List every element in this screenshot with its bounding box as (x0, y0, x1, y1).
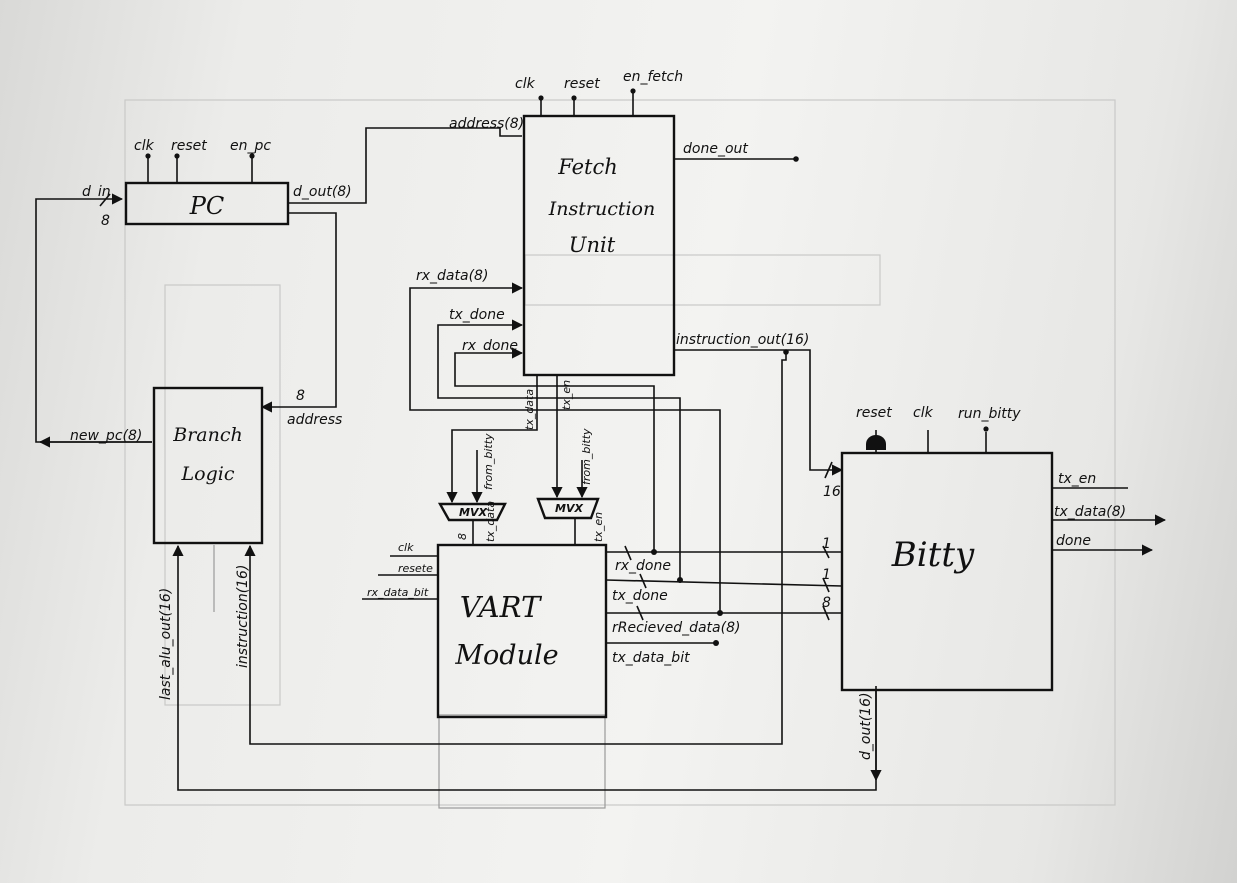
fetch-title-line2: Instruction (548, 198, 655, 220)
bitty-in-w3: 8 (822, 595, 831, 611)
pc-clk-label: clk (134, 138, 155, 154)
pc-en-label: en_pc (230, 138, 271, 154)
pc-dout-label: d_out(8) (293, 184, 352, 200)
mux-left-out-width: 8 (456, 533, 469, 540)
fetch-address-label: address(8) (449, 116, 524, 132)
pc-title: PC (189, 192, 225, 220)
mux-right-label: MVX (555, 502, 583, 515)
fetch-rx-data-label: rx_data(8) (416, 268, 488, 284)
bitty-in-w2: 1 (822, 567, 831, 583)
pc-reset-label: reset (171, 138, 207, 154)
mux-right-from-bitty: from_bitty (580, 428, 593, 485)
uart-tx-data-bit-label: tx_data_bit (612, 650, 690, 666)
fetch-block-group: Fetch Instruction Unit clk reset en_fetc… (416, 69, 809, 430)
fetch-clk-label: clk (515, 76, 536, 92)
branch-instruction-label: instruction(16) (235, 565, 251, 668)
bitty-dout-label: d_out(16) (858, 692, 874, 760)
pc-block-group: PC clk reset en_pc d_in 8 d_out(8) (82, 138, 352, 229)
uart-rx-data-bit-label: rx_data_bit (367, 586, 429, 599)
mux-left-label: MVX (459, 506, 487, 519)
bitty-reset-label: reset (856, 405, 892, 421)
branch-address-width: 8 (296, 388, 305, 404)
bitty-block-group: Bitty reset clk run_bitty 16 1 1 8 tx_en… (822, 405, 1167, 782)
mux-left-from-bitty: from_bitty (482, 433, 495, 490)
uart-block (436, 543, 608, 719)
pc-wires (35, 127, 522, 448)
fetch-done-out-label: done_out (683, 141, 748, 157)
uart-tx-done-label: tx_done (612, 588, 668, 604)
mux-left-out-label: tx_data (484, 501, 497, 542)
mux-right-out-label: tx_en (592, 512, 605, 542)
fetch-rx-done-label: rx_done (462, 338, 518, 354)
bitty-tx-en-label: tx_en (1058, 471, 1096, 487)
bitty-run-label: run_bitty (958, 406, 1021, 422)
branch-newpc-label: new_pc(8) (70, 428, 142, 444)
fetch-tx-en-out-label: tx_en (560, 380, 573, 410)
fetch-title-line3: Unit (569, 233, 616, 257)
fetch-title-line1: Fetch (557, 155, 618, 179)
branch-last-alu-label: last_alu_out(16) (158, 588, 174, 700)
branch-title-line1: Branch (172, 424, 243, 446)
pc-din-width: 8 (101, 213, 110, 229)
uart-rx-done-label: rx_done (615, 558, 671, 574)
uart-block-group: VART Module clk resete rx_data_bit rx_do… (362, 541, 843, 719)
uart-title-line1: VART (460, 590, 543, 624)
uart-reset-label: resete (398, 562, 433, 575)
fetch-wires (244, 282, 844, 745)
uart-clk-label: clk (398, 541, 414, 554)
branch-title-line2: Logic (181, 463, 235, 485)
bitty-title: Bitty (891, 535, 975, 575)
bitty-done-label: done (1056, 533, 1091, 549)
bitty-tx-data-label: tx_data(8) (1054, 504, 1126, 520)
uart-received-label: rRecieved_data(8) (612, 620, 740, 636)
fetch-block (522, 114, 676, 377)
branch-address-label: address (287, 412, 342, 428)
fetch-instr-out-label: instruction_out(16) (676, 332, 809, 348)
mux-right (536, 497, 600, 520)
fetch-en-label: en_fetch (623, 69, 683, 85)
ghost-lines (124, 99, 1116, 809)
branch-block (152, 386, 264, 545)
branch-block-group: Branch Logic 8 address new_pc(8) last_al… (70, 386, 877, 791)
mux-left (437, 502, 507, 522)
bitty-block (840, 451, 1054, 692)
bitty-clk-label: clk (913, 405, 934, 421)
uart-title-line2: Module (454, 640, 558, 671)
pc-din-label: d_in (82, 184, 111, 200)
bitty-in-w1: 1 (822, 536, 831, 552)
bitty-instr-width: 16 (823, 484, 841, 500)
fetch-reset-label: reset (564, 76, 600, 92)
mux-group: MVX MVX from_bitty from_bitty 8 tx_data … (437, 428, 605, 545)
fetch-tx-done-label: tx_done (449, 307, 505, 323)
